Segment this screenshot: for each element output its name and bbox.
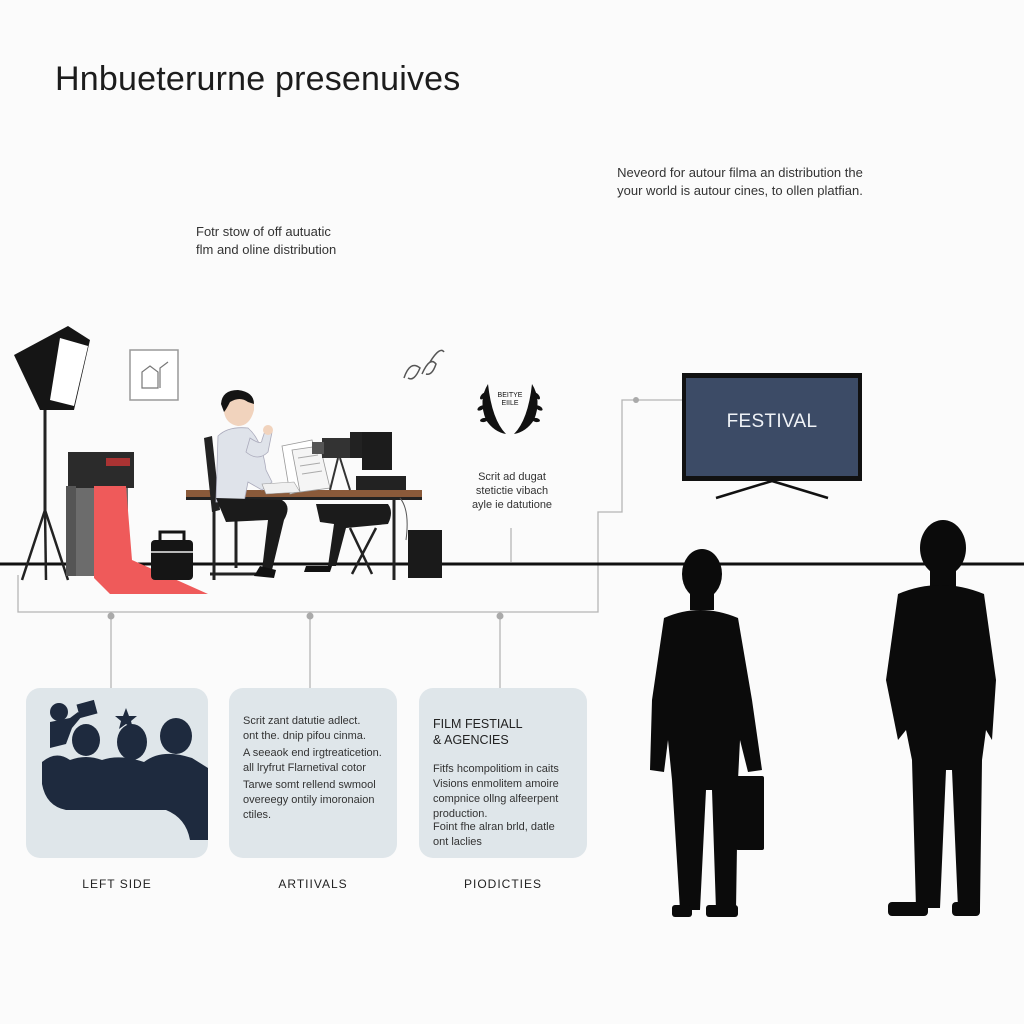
card-label-left-side: LEFT SIDE xyxy=(82,877,152,891)
card-label-artivals: ARTIIVALS xyxy=(278,877,348,891)
cable-icon xyxy=(399,497,408,541)
laurel-wreath-icon xyxy=(477,384,543,434)
connector-dot xyxy=(306,612,314,620)
desk-icon xyxy=(186,490,422,580)
silhouette-man-left xyxy=(650,549,764,917)
connector-lines xyxy=(17,399,684,688)
audience-silhouette-icon xyxy=(42,699,208,840)
card-text-2: Foint fhe alran brld, datle ont laclies xyxy=(433,821,555,848)
card-text-1: Scrit zant datutie adlect. ont the. dnip… xyxy=(243,715,366,742)
note-desk: Scrit ad dugat stetictie vibach ayle ie … xyxy=(471,471,553,511)
page-title: Hnbueterurne presenuives xyxy=(55,60,461,98)
tv-screen-label: FESTIVAL xyxy=(726,411,818,432)
connector-dot xyxy=(633,397,639,403)
tv-icon xyxy=(682,373,862,500)
laurel-text: BEITYE EIILE xyxy=(497,392,523,407)
note-left: Fotr stow of off autuatic flm and oline … xyxy=(196,224,337,257)
wall-frame-icon xyxy=(129,349,179,401)
connector-dot xyxy=(496,612,504,620)
card-text-3: Tarwe somt rellend swmool overeegy ontil… xyxy=(243,779,376,821)
bag-icon xyxy=(151,530,193,580)
paperclip-icon xyxy=(403,349,445,380)
printer-icon xyxy=(66,452,208,594)
card-piodicties: FILM FESTIALL & AGENCIES Fitfs hcompolit… xyxy=(419,688,587,858)
red-carpet-icon xyxy=(94,486,208,594)
card-heading: FILM FESTIALL & AGENCIES xyxy=(433,717,523,747)
card-left-side xyxy=(26,688,208,858)
speaker-icon xyxy=(408,530,442,578)
connector-dot xyxy=(107,612,115,620)
studio-light-icon xyxy=(14,326,90,581)
card-label-piodicties: PIODICTIES xyxy=(463,877,542,891)
person-at-desk-icon xyxy=(215,390,288,578)
card-artivals: Scrit zant datutie adlect. ont the. dnip… xyxy=(229,688,397,858)
note-right: Neveord for autour filma an distribution… xyxy=(617,165,863,198)
silhouette-man-right xyxy=(886,520,996,916)
card-text-2: A seeaok end irgtreaticetion. all lryfru… xyxy=(243,747,382,774)
monitor-icon xyxy=(356,432,406,490)
card-text-1: Fitfs hcompolitiom in caits Visions enmo… xyxy=(433,763,559,820)
second-chair-icon xyxy=(304,504,391,575)
